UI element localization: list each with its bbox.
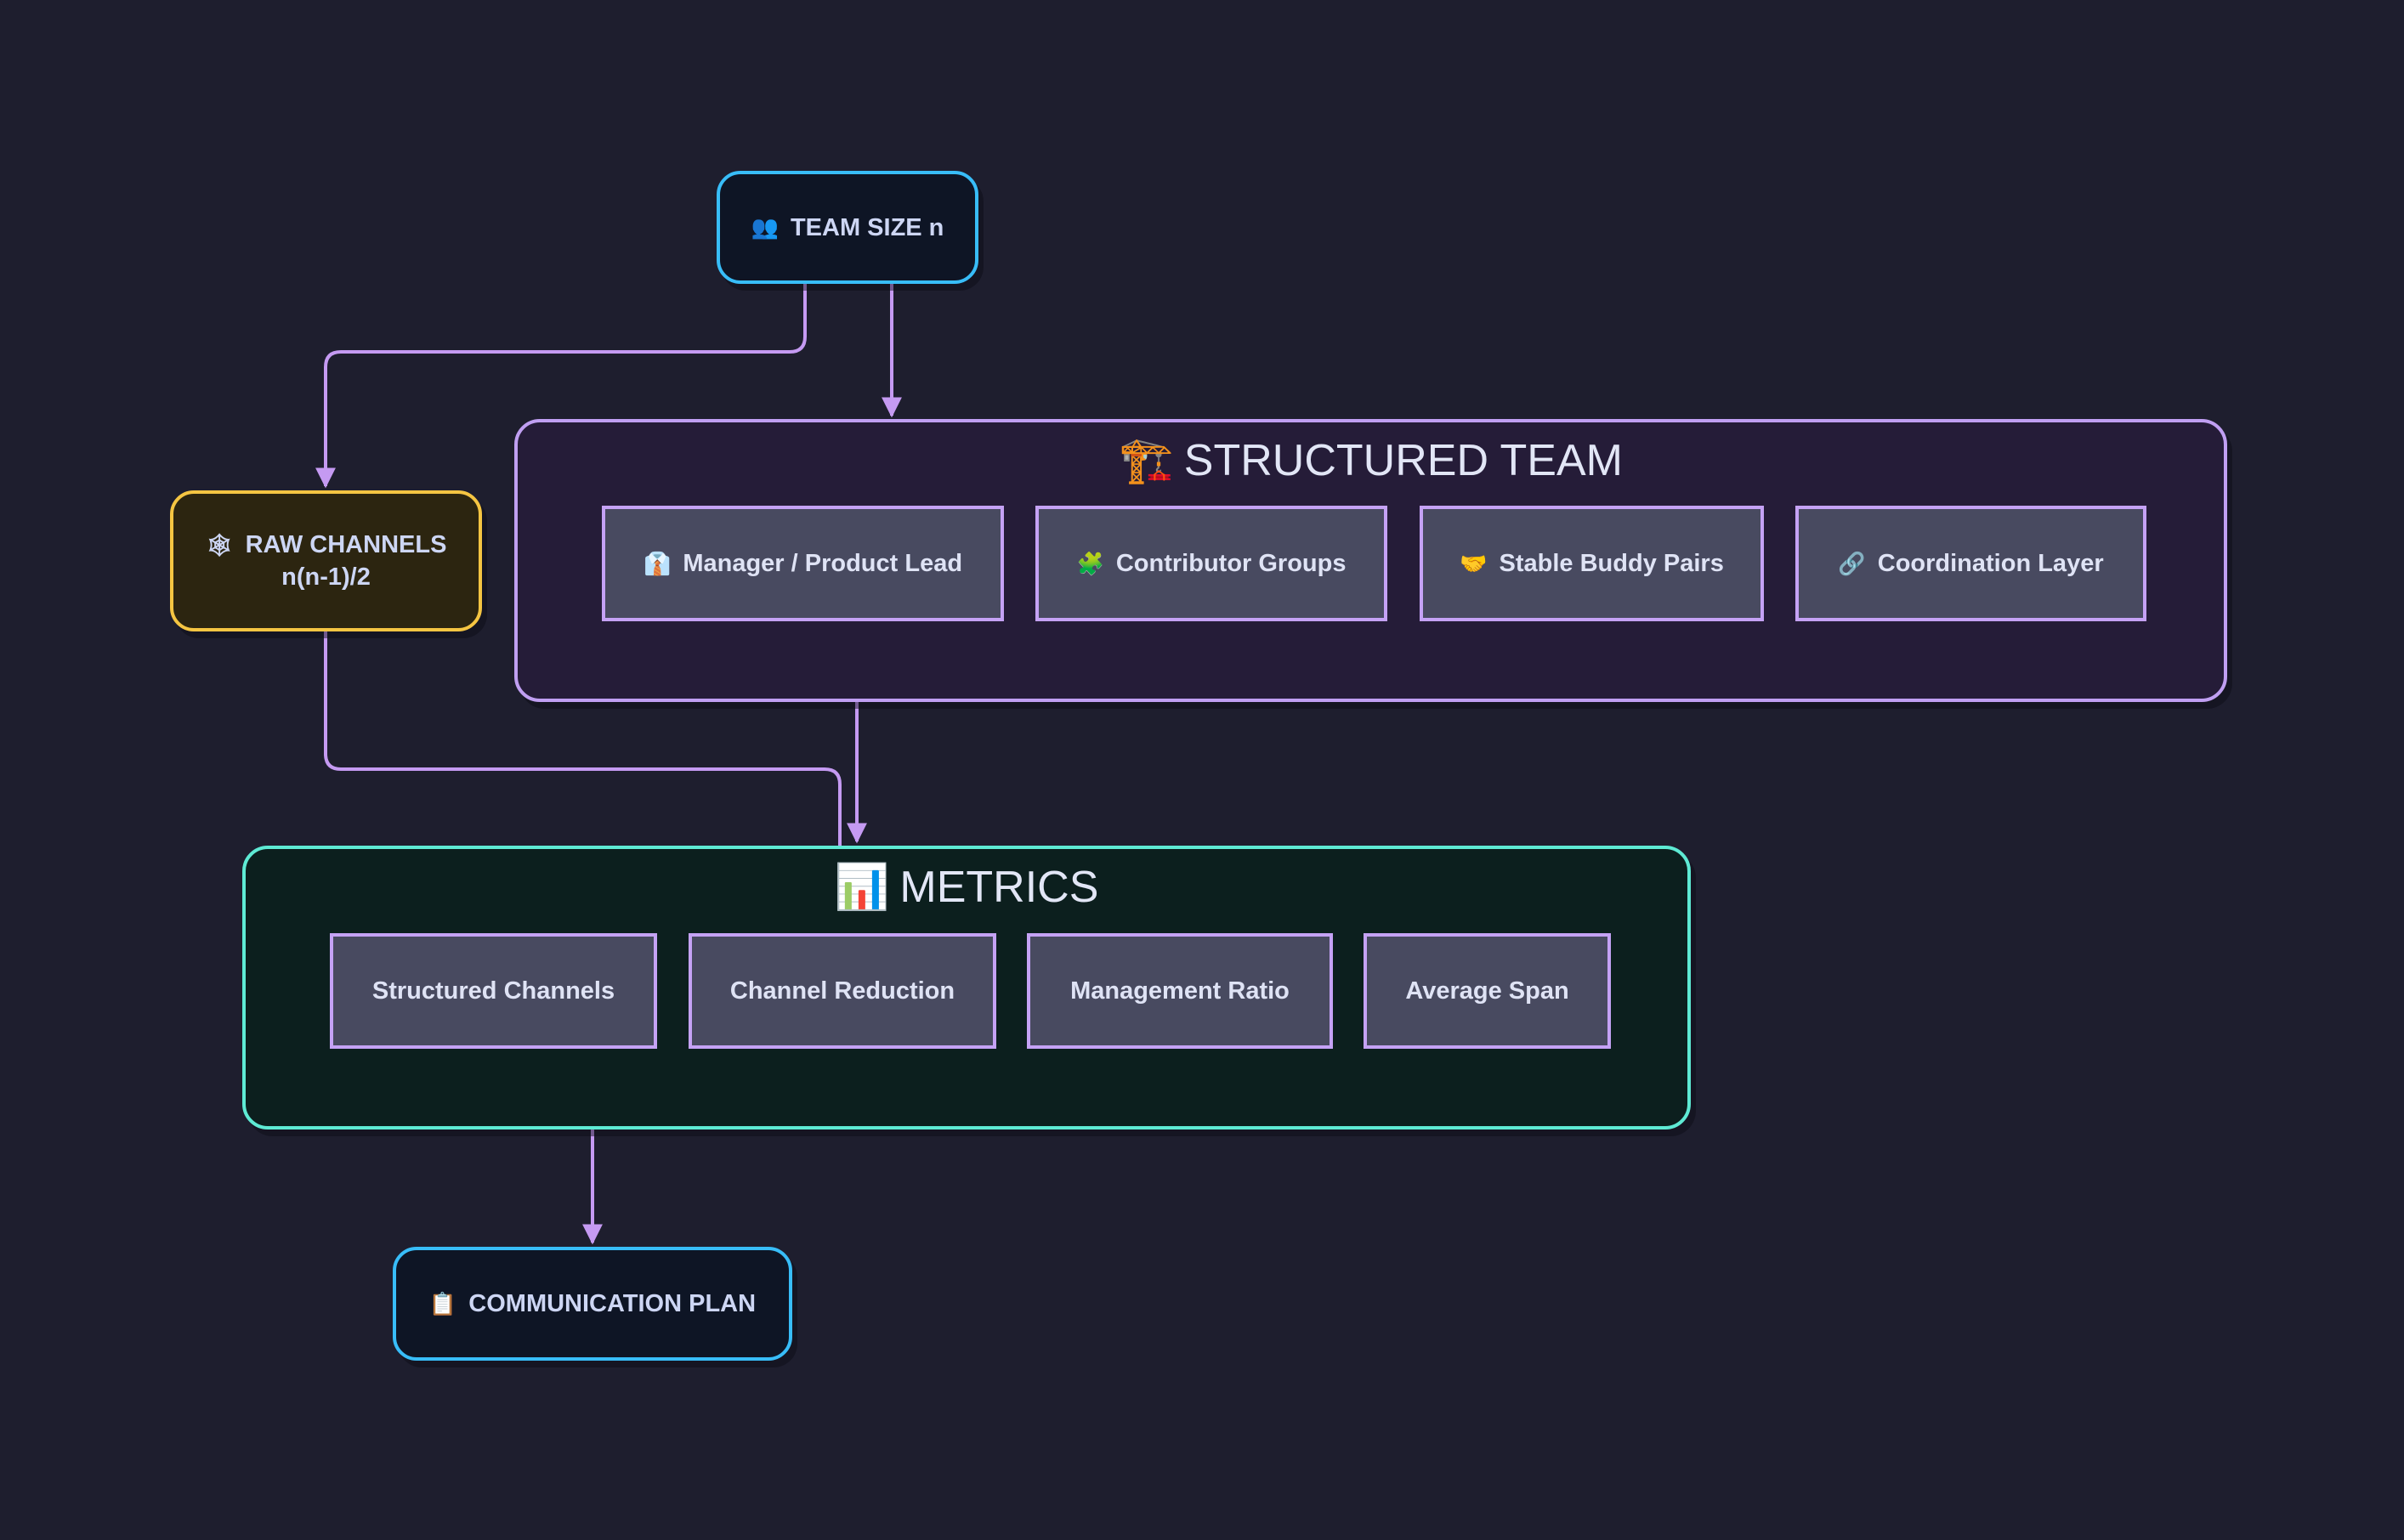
communication-plan-node[interactable]: 📋 COMMUNICATION PLAN — [393, 1247, 792, 1361]
raw-channels-formula: n(n-1)/2 — [281, 563, 371, 591]
web-icon: 🕸 — [205, 532, 234, 558]
metric-card-label: Management Ratio — [1070, 977, 1290, 1005]
metrics-group: 📊METRICS Structured Channels Channel Red… — [242, 846, 1691, 1130]
team-card-manager[interactable]: 👔 Manager / Product Lead — [602, 506, 1004, 621]
puzzle-icon: 🧩 — [1076, 550, 1104, 576]
edge-raw-channels-to-metrics — [324, 631, 850, 929]
team-card-buddy-pairs[interactable]: 🤝 Stable Buddy Pairs — [1420, 506, 1764, 621]
team-card-label: Manager / Product Lead — [683, 549, 963, 577]
team-card-label: Contributor Groups — [1115, 549, 1347, 577]
link-icon: 🔗 — [1838, 550, 1866, 576]
edge-team-size-to-raw-channels — [315, 284, 807, 489]
team-card-label: Coordination Layer — [1877, 549, 2104, 577]
raw-channels-label: RAW CHANNELS — [245, 531, 447, 558]
metric-card-label: Structured Channels — [371, 977, 615, 1005]
metric-card-label: Average Span — [1405, 977, 1569, 1005]
structured-team-group: 🏗️STRUCTURED TEAM 👔 Manager / Product Lea… — [514, 419, 2227, 702]
metric-card-management-ratio[interactable]: Management Ratio — [1027, 933, 1333, 1049]
metric-card-structured-channels[interactable]: Structured Channels — [330, 933, 657, 1049]
structured-team-title: 🏗️STRUCTURED TEAM — [1119, 436, 1623, 485]
metric-card-average-span[interactable]: Average Span — [1364, 933, 1611, 1049]
team-size-label: TEAM SIZE n — [790, 213, 944, 241]
communication-plan-label: COMMUNICATION PLAN — [468, 1290, 757, 1317]
construction-crane-icon: 🏗️ — [1119, 436, 1174, 485]
metric-card-channel-reduction[interactable]: Channel Reduction — [689, 933, 996, 1049]
raw-channels-node[interactable]: 🕸 RAW CHANNELS n(n-1)/2 — [170, 490, 482, 631]
metric-card-label: Channel Reduction — [729, 977, 955, 1005]
bar-chart-icon: 📊 — [834, 863, 890, 912]
manager-icon: 👔 — [643, 550, 672, 576]
clipboard-icon: 📋 — [428, 1290, 457, 1316]
handshake-icon: 🤝 — [1460, 550, 1488, 576]
people-icon: 👥 — [751, 214, 779, 240]
team-card-label: Stable Buddy Pairs — [1499, 549, 1724, 577]
team-card-contributor-groups[interactable]: 🧩 Contributor Groups — [1035, 506, 1387, 621]
metrics-title: 📊METRICS — [834, 863, 1099, 912]
team-card-coordination-layer[interactable]: 🔗 Coordination Layer — [1795, 506, 2146, 621]
team-size-node[interactable]: 👥 TEAM SIZE n — [717, 171, 978, 284]
